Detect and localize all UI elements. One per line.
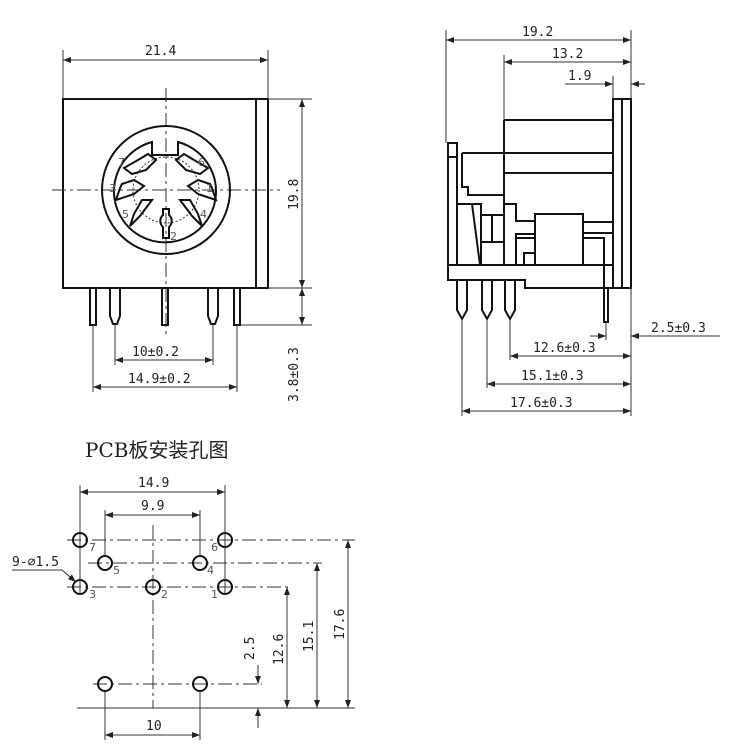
front-inner-spacing-dim: 10±0.2 bbox=[132, 345, 179, 360]
front-height-dim: 19.8 bbox=[287, 179, 302, 210]
side-flange-dim: 1.9 bbox=[568, 69, 591, 84]
pcb-inner-spacing-dim: 9.9 bbox=[141, 499, 164, 514]
side-row1-dim: 12.6±0.3 bbox=[533, 341, 596, 356]
pcb-bottom-spacing-dim: 10 bbox=[146, 719, 162, 734]
side-row3-dim: 17.6±0.3 bbox=[510, 396, 573, 411]
front-pin-length-dim: 3.8±0.3 bbox=[287, 347, 302, 402]
pcb-pin-5: 5 bbox=[113, 564, 120, 577]
pcb-pin-3: 3 bbox=[89, 588, 96, 601]
pcb-dim-15-1: 15.1 bbox=[302, 621, 317, 652]
pcb-pin-6: 6 bbox=[211, 541, 218, 554]
side-row2-dim: 15.1±0.3 bbox=[521, 369, 584, 384]
pcb-dim-12-6: 12.6 bbox=[272, 634, 287, 665]
pcb-dim-2-5: 2.5 bbox=[243, 637, 258, 660]
side-shield-pin-dim: 2.5±0.3 bbox=[651, 321, 706, 336]
front-pin-4: 4 bbox=[200, 208, 207, 221]
front-pin-6: 6 bbox=[198, 156, 205, 169]
front-width-dim: 21.4 bbox=[145, 44, 176, 59]
pcb-pin-7: 7 bbox=[89, 541, 96, 554]
pcb-outer-spacing-dim: 14.9 bbox=[138, 476, 169, 491]
front-pin-1: 1 bbox=[206, 182, 213, 195]
front-pin-3: 3 bbox=[109, 182, 116, 195]
pin-contacts: 7 6 3 1 5 4 2 bbox=[109, 152, 218, 243]
front-pin-5: 5 bbox=[122, 208, 129, 221]
pcb-hole-callout: 9-⌀1.5 bbox=[12, 555, 59, 570]
pcb-pin-1: 1 bbox=[211, 588, 218, 601]
pcb-pin-2: 2 bbox=[161, 588, 168, 601]
front-outer-spacing-dim: 14.9±0.2 bbox=[128, 372, 191, 387]
side-view: 19.2 13.2 1.9 2.5±0.3 12.6±0.3 15.1±0.3 … bbox=[445, 25, 720, 416]
pcb-layout: PCB板安装孔图 7 6 5 4 3 2 1 14.9 9.9 9-⌀1.5 1… bbox=[12, 438, 355, 740]
pcb-dim-17-6: 17.6 bbox=[333, 609, 348, 640]
front-pin-2: 2 bbox=[170, 230, 177, 243]
front-view: 7 6 3 1 5 4 2 21.4 19.8 3.8±0.3 10±0.2 1… bbox=[52, 44, 312, 402]
pcb-pin-4: 4 bbox=[207, 564, 214, 577]
side-body-depth-dim: 13.2 bbox=[552, 47, 583, 62]
side-depth-dim: 19.2 bbox=[522, 25, 553, 40]
front-pins bbox=[89, 287, 241, 326]
front-pin-7: 7 bbox=[118, 156, 125, 169]
pcb-layout-title: PCB板安装孔图 bbox=[85, 438, 228, 462]
side-pins bbox=[456, 279, 609, 323]
